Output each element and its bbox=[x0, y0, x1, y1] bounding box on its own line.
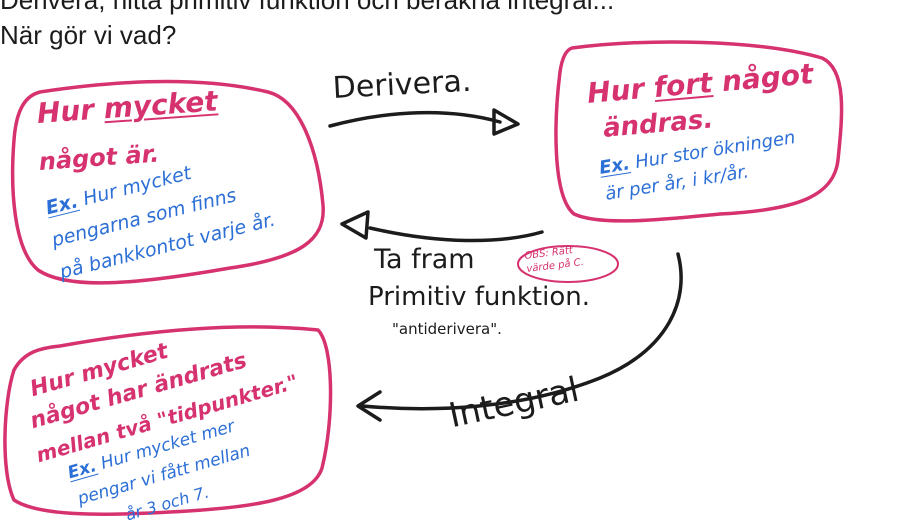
box-rate-outline bbox=[554, 40, 844, 223]
derive-label: Derivera. bbox=[331, 63, 473, 106]
integral-arrow-head bbox=[356, 390, 382, 422]
derive-arrow-head bbox=[492, 108, 520, 136]
antiderive-label-line2: Primitiv funktion. bbox=[368, 282, 590, 312]
header-title: Derivera, hitta primitiv funktion och be… bbox=[0, 0, 615, 15]
emphasis-fort: fort bbox=[652, 66, 714, 105]
derive-arrow-shaft bbox=[328, 110, 502, 128]
constant-note-outline bbox=[517, 245, 619, 283]
integral-arrow-shaft bbox=[360, 252, 683, 411]
antiderive-note: "antiderivera". bbox=[392, 320, 502, 338]
antiderive-arrow-head bbox=[340, 210, 370, 240]
box-change-outline bbox=[3, 325, 333, 516]
box-amount-outline bbox=[10, 79, 325, 285]
antiderive-label-line1: Ta fram bbox=[374, 244, 475, 275]
antiderive-arrow-shaft bbox=[368, 226, 544, 243]
header-question: När gör vi vad? bbox=[0, 20, 177, 50]
